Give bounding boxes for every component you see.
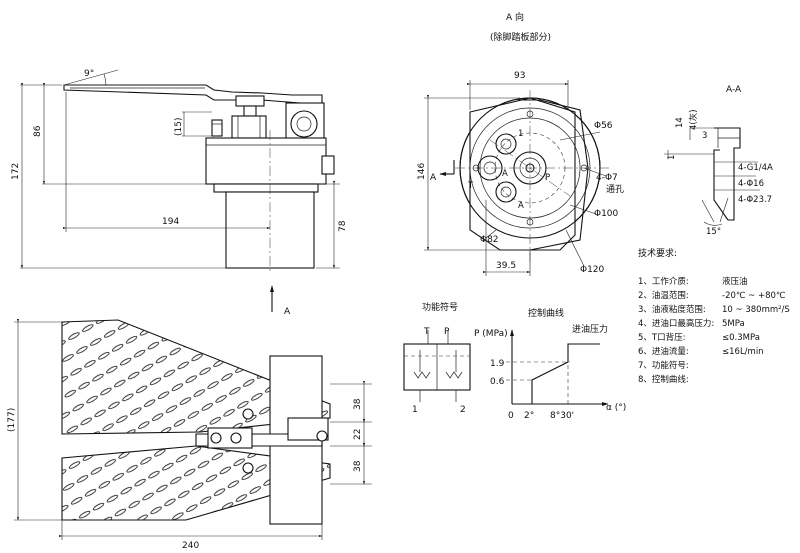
port-1-label: 1 [518, 129, 523, 139]
side-view [20, 69, 340, 312]
dim-4-gray: 4(灰) [688, 109, 699, 130]
dim-d23-7: 4-Φ23.7 [738, 195, 772, 205]
port-a-label: A [502, 169, 508, 179]
x-tick-2: 2° [524, 411, 534, 421]
dim-194: 194 [162, 217, 179, 227]
tech-req-value-5: ≤0.3MPa [722, 333, 760, 343]
dim-1: 1 [667, 155, 677, 160]
tech-req-value-4: 5MPa [722, 319, 745, 329]
y-tick-0-6: 0.6 [490, 377, 505, 387]
fs-2-label: 2 [460, 405, 466, 415]
dim-86: 86 [33, 125, 43, 137]
dim-177: (177) [7, 408, 17, 432]
view-a-subtitle: (除脚踏板部分) [490, 31, 551, 43]
tech-req-title: 技术要求: [638, 247, 677, 259]
curve-x-axis-label: α (°) [606, 403, 626, 413]
dim-14: 14 [675, 117, 685, 128]
dim-3: 3 [702, 131, 707, 141]
tech-req-label-4: 4、进油口最高压力: [638, 318, 714, 329]
dim-d56: Φ56 [594, 121, 613, 131]
tech-req-value-3: 10 ~ 380mm²/S [722, 305, 790, 315]
dim-93: 93 [514, 71, 525, 81]
tech-req-label-1: 1、工作介质: [638, 276, 689, 287]
thru-hole-label: 通孔 [606, 184, 624, 195]
view-a [424, 80, 610, 276]
y-tick-1-9: 1.9 [490, 359, 505, 369]
control-curve-title: 控制曲线 [528, 307, 564, 319]
tech-req-label-6: 6、进油流量: [638, 346, 689, 357]
dim-240: 240 [182, 541, 199, 551]
dim-d120: Φ120 [580, 265, 605, 275]
fs-t-label: T [423, 327, 430, 337]
view-a-title: A 向 [506, 11, 524, 23]
dim-78: 78 [338, 220, 348, 232]
dim-146: 146 [417, 163, 427, 180]
dim-g14: 4-G1/4A [738, 163, 773, 173]
dim-15: (15) [174, 118, 184, 136]
fs-1-label: 1 [412, 405, 418, 415]
tech-req-label-5: 5、T口背压: [638, 332, 685, 343]
x-tick-8-30: 8°30' [550, 411, 574, 421]
dim-38-upper: 38 [353, 398, 363, 410]
curve-y-axis-label: P (MPa) [474, 329, 508, 339]
tech-req-label-7: 7、功能符号: [638, 360, 689, 371]
section-a-mark: A [430, 173, 437, 183]
dim-172: 172 [11, 163, 21, 180]
tech-req-label-2: 2、油温范围: [638, 290, 689, 301]
pedal-plan-view [14, 318, 372, 540]
tech-req-value-1: 液压油 [722, 276, 748, 287]
dim-39-5: 39.5 [496, 261, 516, 271]
tech-req-value-2: -20℃ ~ +80℃ [722, 291, 786, 301]
section-label: A-A [726, 85, 742, 95]
dim-38-lower: 38 [353, 460, 363, 472]
angle-15-label: 15° [706, 227, 721, 237]
dim-4-d7: 4-Φ7 [596, 173, 618, 183]
port-t-label: T [467, 181, 474, 191]
tech-req-label-8: 8、控制曲线: [638, 374, 689, 385]
fs-p-label: P [444, 327, 450, 337]
function-symbol [403, 330, 471, 402]
control-curve [506, 329, 609, 406]
dim-22: 22 [353, 429, 363, 440]
dim-d100: Φ100 [594, 209, 619, 219]
tech-req-value-6: ≤16L/min [722, 347, 764, 357]
section-a-a [664, 127, 760, 226]
dim-d16: 4-Φ16 [738, 179, 764, 189]
function-symbol-title: 功能符号 [422, 301, 458, 313]
port-a2-label: A [518, 201, 524, 211]
angle-9-label: 9° [84, 69, 94, 79]
curve-outlet-label: 进油压力 [572, 323, 608, 335]
tech-requirements: 技术要求: 1、工作介质: 液压油 2、油温范围: -20℃ ~ +80℃ 3、… [638, 247, 790, 385]
view-a-arrow-label: A [284, 307, 291, 317]
x-tick-0: 0 [508, 411, 514, 421]
port-p-label: P [545, 173, 550, 183]
tech-req-label-3: 3、油液粘度范围: [638, 304, 706, 315]
dim-d82: Φ82 [480, 235, 499, 245]
